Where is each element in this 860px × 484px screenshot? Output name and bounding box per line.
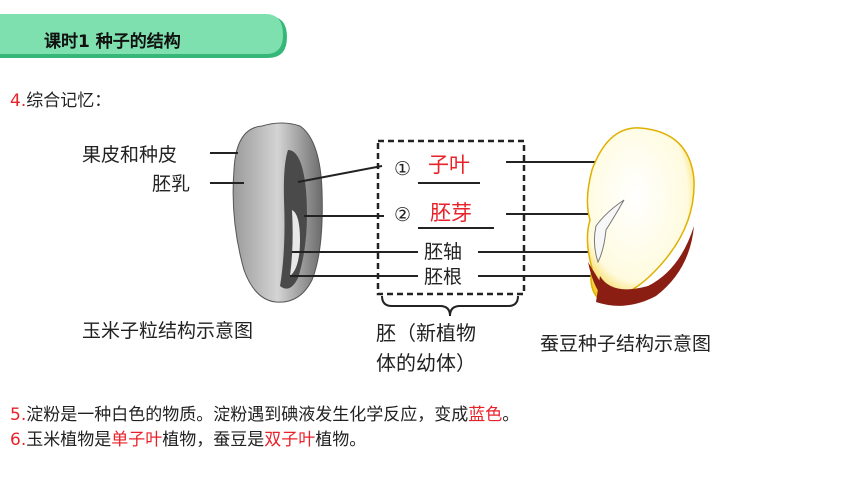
corn-kernel-image bbox=[232, 122, 323, 303]
item-text-b: 植物，蚕豆是 bbox=[162, 430, 265, 450]
lesson-banner bbox=[0, 14, 287, 58]
broad-bean-image bbox=[586, 127, 695, 306]
embryo-caption-line1: 胚（新植物 bbox=[376, 321, 476, 345]
corn-label-pericarp-seedcoat: 果皮和种皮 bbox=[82, 144, 177, 166]
item-number: 5. bbox=[10, 405, 27, 425]
embryo-part-radicle: 胚根 bbox=[424, 266, 462, 288]
item-number: 4. bbox=[10, 91, 27, 111]
answer-cotyledon: 子叶 bbox=[428, 153, 470, 177]
corn-caption: 玉米子粒结构示意图 bbox=[82, 320, 253, 342]
item-6: 6.玉米植物是单子叶植物，蚕豆是双子叶植物。 bbox=[10, 425, 366, 450]
item-text: 淀粉是一种白色的物质。淀粉遇到碘液发生化学反应，变成 bbox=[26, 405, 469, 425]
embryo-dashed-box bbox=[376, 139, 526, 296]
corn-label-endosperm: 胚乳 bbox=[152, 173, 190, 195]
answer-dicot: 双子叶 bbox=[264, 430, 316, 450]
item-text-a: 玉米植物是 bbox=[26, 430, 112, 450]
bean-caption: 蚕豆种子结构示意图 bbox=[540, 333, 711, 355]
marker-1: ① bbox=[394, 158, 411, 180]
item-text: 综合记忆： bbox=[26, 91, 112, 111]
marker-2: ② bbox=[394, 204, 411, 226]
embryo-caption-line2: 体的幼体） bbox=[376, 351, 476, 375]
lesson-title: 课时1 种子的结构 bbox=[44, 32, 181, 52]
embryo-part-hypocotyl: 胚轴 bbox=[424, 241, 462, 263]
item-4: 4.综合记忆： bbox=[10, 86, 111, 111]
item-text-end: 。 bbox=[502, 405, 520, 425]
item-5: 5.淀粉是一种白色的物质。淀粉遇到碘液发生化学反应，变成蓝色。 bbox=[10, 400, 519, 425]
item-number: 6. bbox=[10, 430, 27, 450]
answer-plumule: 胚芽 bbox=[430, 201, 472, 225]
answer-monocot: 单子叶 bbox=[111, 430, 163, 450]
answer-blue: 蓝色 bbox=[468, 405, 503, 425]
item-text-c: 植物。 bbox=[315, 430, 367, 450]
